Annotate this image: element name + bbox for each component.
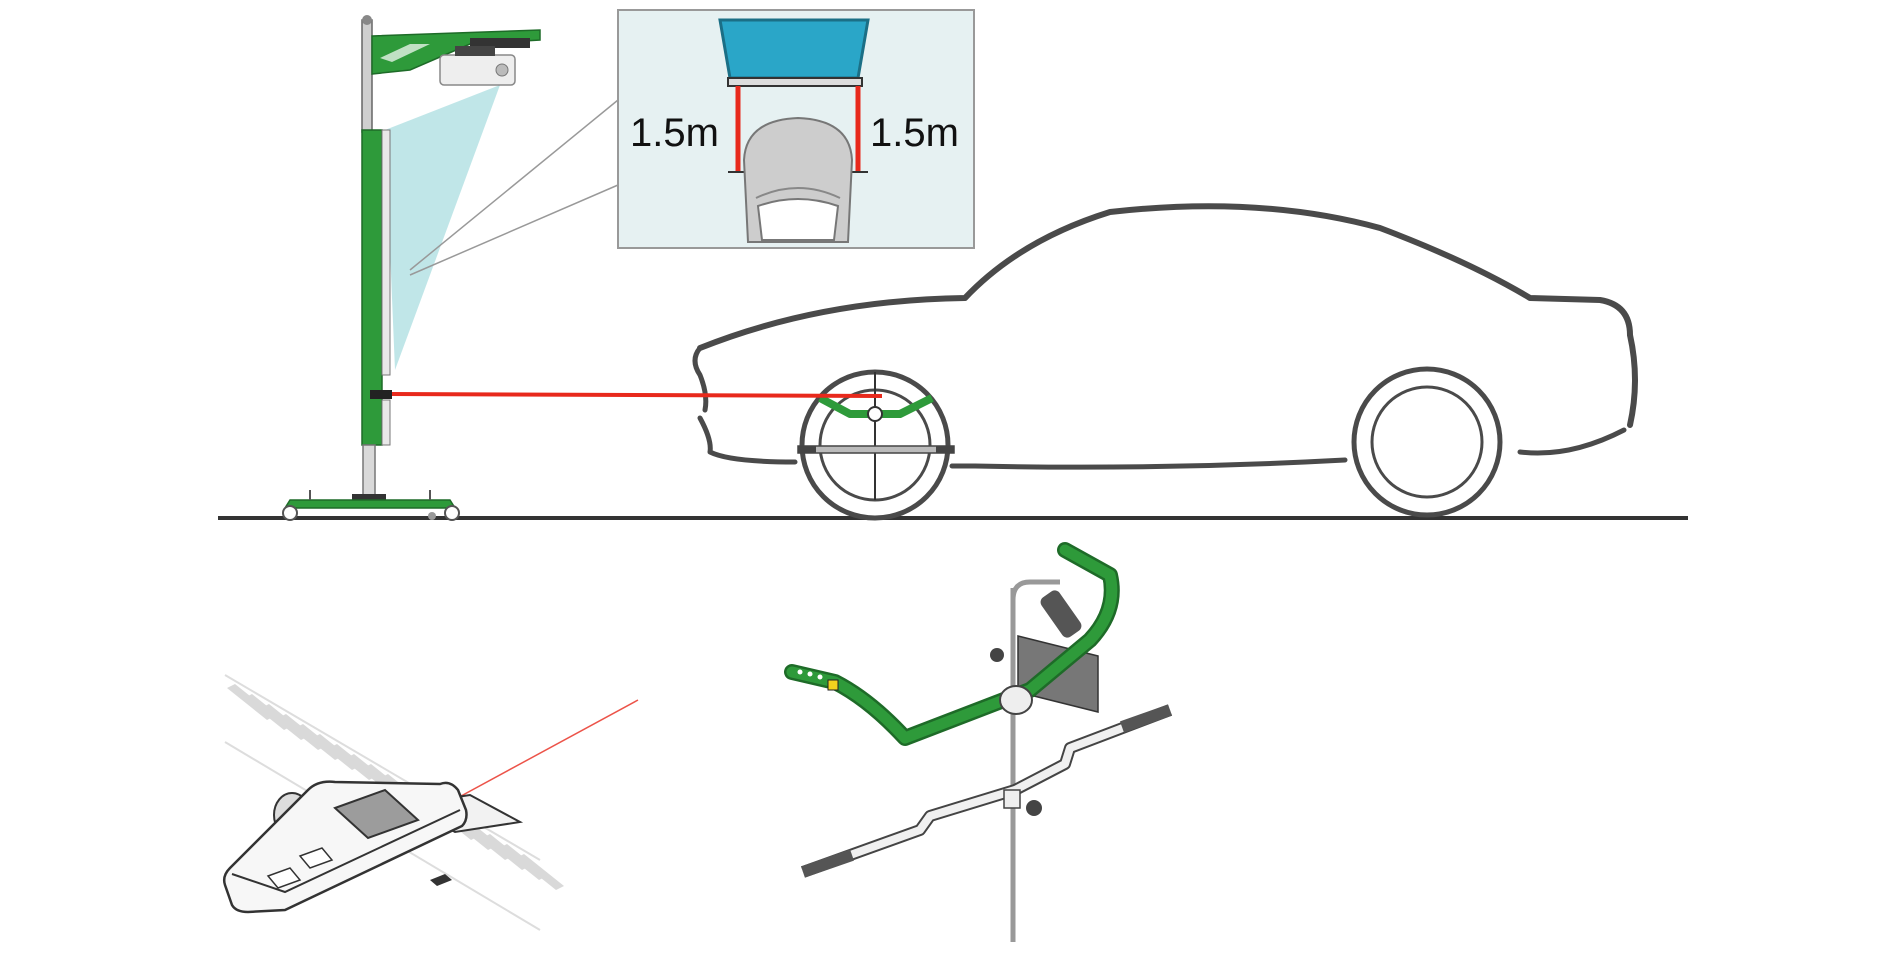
- mast-cap: [362, 15, 372, 25]
- callout-line-lower: [409, 184, 619, 276]
- device-laser-beam: [449, 699, 639, 803]
- inset-callout: 1.5m 1.5m: [409, 9, 975, 276]
- target-panel: [381, 129, 391, 376]
- inset-screen: [718, 18, 870, 80]
- device-button-1: [266, 867, 302, 889]
- clamp-bar-pad-right: [1119, 704, 1173, 733]
- device-display: [333, 788, 420, 840]
- projection-beam: [385, 85, 500, 370]
- clamp-knob-lower: [1026, 800, 1042, 816]
- rear-tire: [1351, 366, 1503, 518]
- laser-measuring-device-icon: [222, 674, 639, 931]
- clamp-green-arm: [786, 544, 1118, 744]
- clamp-grip: [1040, 590, 1082, 638]
- car-outline-icon: [692, 203, 1638, 521]
- stand-lower-pole: [362, 444, 376, 496]
- clamp-knob-upper: [990, 648, 1004, 662]
- laser-beam: [391, 392, 883, 398]
- front-wheel-clamp: [797, 372, 955, 500]
- rear-rim: [1370, 385, 1484, 499]
- projector-icon: [439, 46, 516, 86]
- stand-base: [283, 499, 457, 509]
- laser-emitter: [370, 390, 392, 399]
- wheel-clamp-icon: [784, 542, 1173, 942]
- clamp-center-hub: [999, 685, 1033, 715]
- caster-wheel-right: [444, 505, 460, 521]
- inset-screen-edge: [727, 77, 863, 87]
- mast-top: [361, 19, 373, 133]
- device-body: [222, 780, 468, 914]
- clamp-bar-pad-left: [801, 849, 854, 878]
- clamp-label-tag: [827, 679, 839, 691]
- clamp-rod-collar: [1003, 789, 1021, 809]
- inset-right-distance-label: 1.5m: [870, 111, 959, 155]
- inset-left-distance-label: 1.5m: [630, 111, 719, 155]
- caster-wheel-left: [282, 505, 298, 521]
- calibration-stand-icon: [282, 15, 541, 521]
- callout-line-upper: [409, 99, 619, 271]
- device-button-2: [298, 847, 334, 869]
